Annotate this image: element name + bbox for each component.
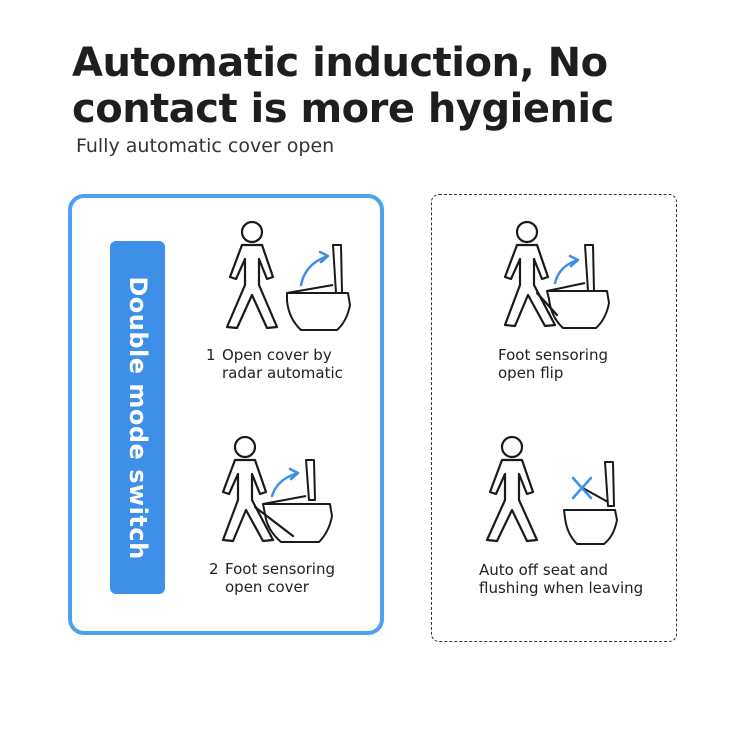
toilet-icon [286,244,351,331]
toilet-icon [262,459,333,543]
feature-1-caption: Foot sensoring open flip [498,346,608,382]
radar-open-illustration [225,220,351,331]
mode-2-line2: open cover [225,578,309,596]
feature-1-line2: open flip [498,364,564,382]
foot-open-cover-illustration [221,435,333,543]
walking-person-icon [221,435,295,543]
feature-panel [431,194,677,642]
page-title: Automatic induction, No contact is more … [72,40,614,132]
mode-2-number: 2 [209,560,219,578]
mode-switch-banner: Double mode switch [110,241,165,594]
mode-2-caption: 2 Foot sensoring open cover [209,560,335,596]
walking-person-icon [225,220,279,330]
feature-2-caption: Auto off seat and flushing when leaving [479,561,643,597]
open-arrow-icon [270,472,297,498]
walking-person-icon [503,220,559,328]
cross-icon [571,476,593,500]
feature-2-line1: Auto off seat and [479,561,608,579]
mode-switch-label: Double mode switch [123,275,152,560]
feature-1-line1: Foot sensoring [498,346,609,364]
walking-person-icon [485,435,539,543]
foot-open-flip-illustration [503,220,610,329]
mode-1-line2: radar automatic [222,364,343,382]
mode-1-line1: Open cover by [222,346,332,364]
mode-1-number: 1 [206,346,216,364]
auto-off-seat-illustration [485,435,618,545]
page-subtitle: Fully automatic cover open [76,135,335,157]
open-arrow-icon [553,259,577,285]
toilet-icon [563,461,618,545]
open-arrow-icon [299,255,327,287]
feature-2-line2: flushing when leaving [479,579,644,597]
toilet-icon [546,244,610,329]
mode-1-caption: 1 Open cover by radar automatic [206,346,343,382]
mode-2-line1: Foot sensoring [225,560,336,578]
